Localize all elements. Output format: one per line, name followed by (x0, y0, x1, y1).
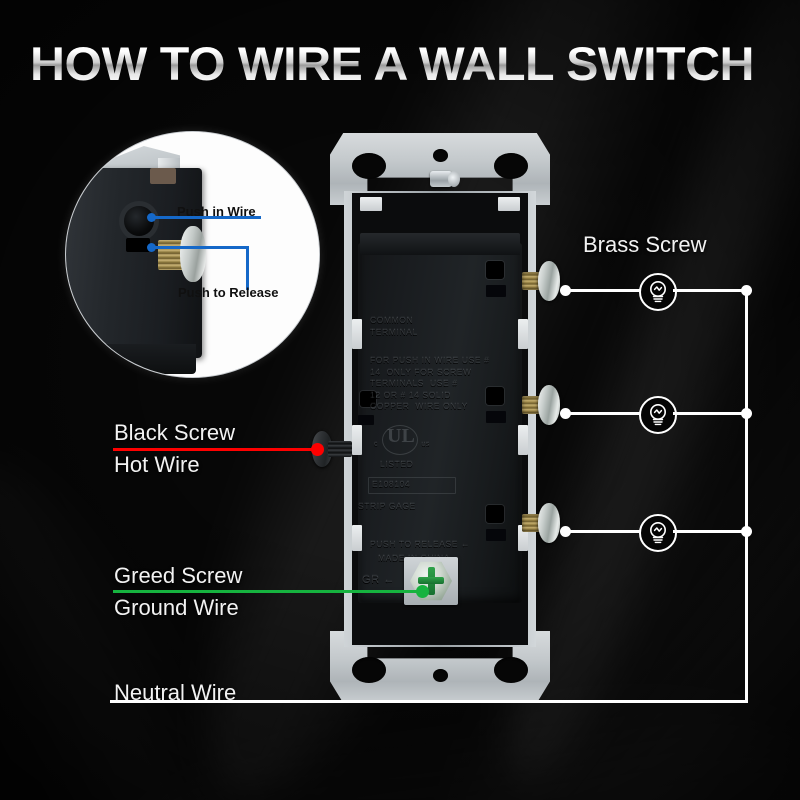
release-slot-left (358, 415, 374, 425)
black-screw-label-line2: Hot Wire (114, 452, 200, 477)
yoke-hole (352, 153, 386, 179)
ul-marks: c us (374, 441, 430, 448)
switch-body-cap (360, 233, 520, 255)
push-in-port-left (360, 391, 376, 407)
yoke-hole (352, 657, 386, 683)
marking-push-to-release: PUSH TO RELEASE ← (370, 539, 471, 549)
strap-tab (352, 425, 362, 455)
closeup-screw-head (180, 226, 206, 282)
bulb-icon-1 (639, 273, 677, 311)
push-to-release-lead (151, 246, 249, 249)
neutral-wire-line (110, 700, 748, 703)
hot-wire-line (113, 448, 318, 451)
strap-tab (352, 525, 362, 551)
bulb-glyph (650, 281, 666, 303)
bulb-glyph (650, 404, 666, 426)
strap-tab (518, 525, 528, 551)
black-screw-label-line1: Black Screw (114, 420, 236, 445)
brass-wire-3b (673, 530, 747, 533)
release-slot (486, 411, 506, 423)
ul-logo: UL (387, 425, 415, 447)
push-to-release-label: Push to Release (178, 285, 279, 300)
push-to-release-slot (126, 238, 150, 252)
yoke-hole (433, 669, 448, 682)
magnifier-closeup (65, 131, 320, 378)
push-in-wire-lead (151, 216, 261, 219)
brass-wire-2a (565, 412, 644, 415)
brass-wire-1a (565, 289, 644, 292)
closeup-notch (150, 168, 176, 184)
switch-body (358, 243, 522, 603)
marking-file-number: E108104 (372, 479, 411, 489)
neutral-bus-vertical (745, 288, 748, 702)
ul-logo-ring (382, 425, 418, 455)
strap-tab (360, 197, 382, 211)
ground-screw-cross (418, 567, 444, 595)
hot-wire-dot (311, 443, 324, 456)
push-in-port (486, 387, 504, 405)
ground-wire-dot (416, 585, 429, 598)
brass-screw-label: Brass Screw (583, 232, 707, 257)
strap-tab (352, 319, 362, 349)
push-in-port (486, 261, 504, 279)
file-number-box (368, 477, 456, 494)
marking-strip-gage: STRIP GAGE (358, 501, 416, 511)
push-to-release-lead-v (246, 246, 249, 290)
marking-ground: GR ← (362, 574, 395, 586)
green-screw-label-line2: Ground Wire (114, 595, 239, 620)
bulb-icon-2 (639, 396, 677, 434)
green-screw-label-line1: Greed Screw (114, 563, 243, 588)
ground-wire-line (113, 590, 423, 593)
closeup-body-bottom (66, 344, 196, 374)
push-in-port (486, 505, 504, 523)
strap-tab (498, 197, 520, 211)
release-slot (486, 285, 506, 297)
yoke-hole (433, 149, 448, 162)
yoke-hole (494, 657, 528, 683)
brass-wire-1b (673, 289, 747, 292)
marking-listed: LISTED (380, 459, 414, 469)
bulb-glyph (650, 522, 666, 544)
strap-tab (518, 425, 528, 455)
strap-tab (518, 319, 528, 349)
bulb-icon-3 (639, 514, 677, 552)
wall-switch-device: COMMON TERMINAL FOR PUSH IN WIRE USE # 1… (312, 133, 560, 703)
brass-wire-3a (565, 530, 644, 533)
marking-wire-spec: FOR PUSH IN WIRE USE # 14 ONLY FOR SCREW… (370, 355, 490, 411)
mounting-screw-head (448, 171, 460, 187)
push-in-wire-label: Push in Wire (177, 204, 256, 219)
brass-wire-2b (673, 412, 747, 415)
marking-common-terminal: COMMON TERMINAL (370, 315, 418, 337)
release-slot (486, 529, 506, 541)
mounting-screw (430, 171, 452, 187)
yoke-hole (494, 153, 528, 179)
page-title: HOW TO WIRE A WALL SWITCH (30, 36, 797, 91)
